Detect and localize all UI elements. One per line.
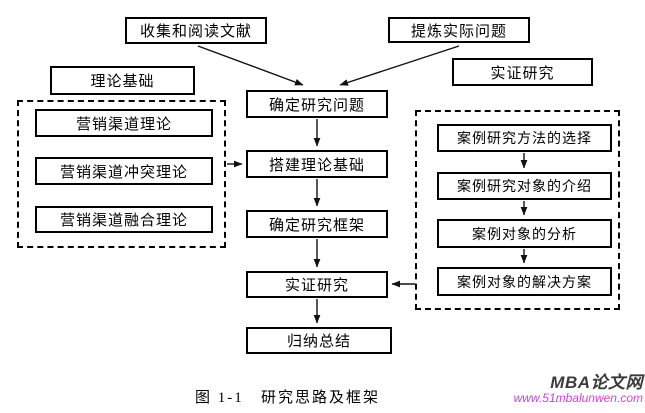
node-case-object-solution: 案例对象的解决方案	[437, 267, 612, 296]
node-marketing-channel-theory: 营销渠道理论	[35, 109, 213, 137]
node-channel-conflict-theory: 营销渠道冲突理论	[35, 157, 213, 185]
watermark-site-name: MBA论文网	[550, 373, 643, 392]
watermark: MBA论文网 www.51mbalunwen.com	[443, 374, 643, 404]
node-refine-practical-problem: 提炼实际问题	[388, 17, 530, 43]
node-define-research-framework: 确定研究框架	[246, 210, 388, 238]
node-theory-basis-label: 理论基础	[50, 66, 195, 95]
figure-caption: 图 1-1 研究思路及框架	[195, 390, 380, 406]
watermark-site-url: www.51mbalunwen.com	[443, 392, 643, 405]
node-empirical-research: 实证研究	[246, 271, 388, 298]
node-case-object-introduction: 案例研究对象的介绍	[437, 172, 612, 200]
node-empirical-research-label: 实证研究	[452, 58, 593, 86]
node-case-object-analysis: 案例对象的分析	[437, 219, 612, 248]
theory-group-dashed-container	[17, 100, 226, 248]
node-collect-literature: 收集和阅读文献	[125, 17, 267, 44]
node-define-research-problem: 确定研究问题	[246, 90, 388, 118]
node-channel-integration-theory: 营销渠道融合理论	[35, 206, 213, 233]
case-study-group-dashed-container	[415, 110, 620, 310]
node-summarize: 归纳总结	[246, 327, 392, 354]
node-build-theory-basis: 搭建理论基础	[246, 150, 388, 178]
node-case-method-selection: 案例研究方法的选择	[437, 124, 612, 152]
